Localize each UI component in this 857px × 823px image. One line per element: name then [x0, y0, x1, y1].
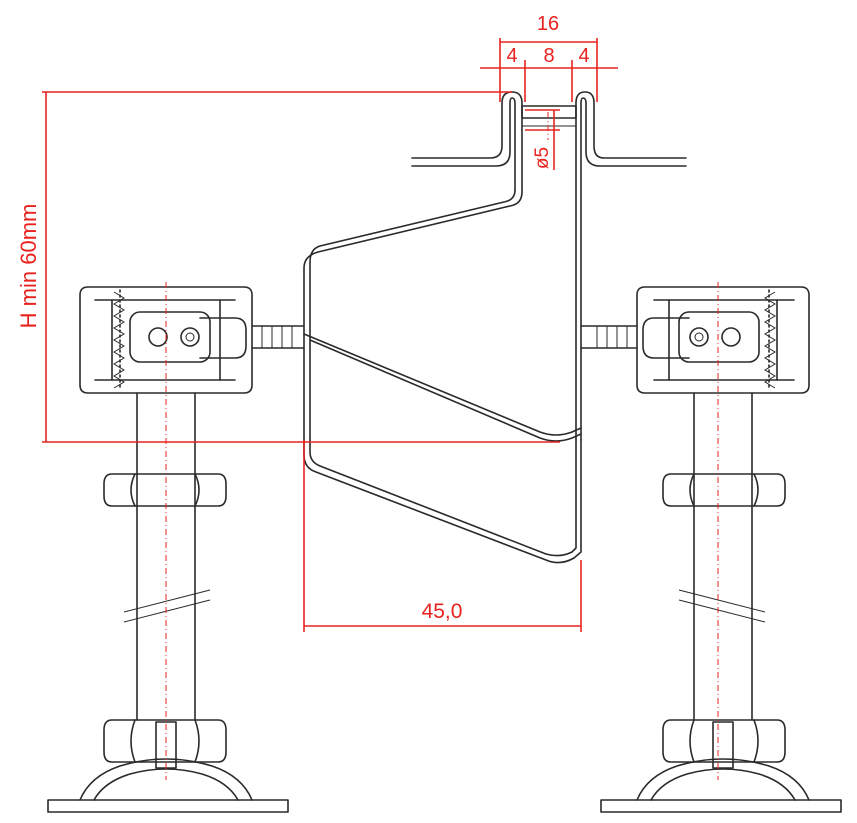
center-bracket: [303, 91, 687, 564]
dim-right-gap: 4: [578, 45, 589, 67]
dim-depth: 45,0: [422, 600, 463, 623]
dim-middle-gap: 8: [543, 45, 554, 67]
dim-left-gap: 4: [506, 45, 517, 67]
center-lines: [165, 112, 719, 780]
dimension-lines: [42, 38, 618, 632]
dim-hole-diameter: ø5: [532, 147, 553, 169]
dim-height: H min 60mm: [16, 204, 41, 329]
left-support: [47, 286, 305, 813]
dim-total-width: 16: [537, 13, 559, 35]
right-support: [580, 286, 842, 813]
